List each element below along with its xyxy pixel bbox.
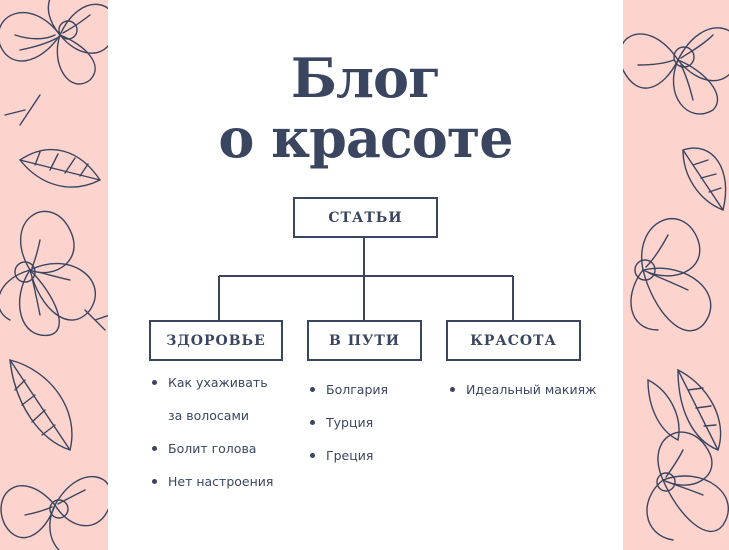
beauty-item-list: Идеальный макияж (448, 373, 596, 406)
category-node-beauty[interactable]: КРАСОТА (446, 320, 581, 361)
category-node-travel[interactable]: В ПУТИ (307, 320, 422, 361)
travel-item-list: Болгария Турция Греция (308, 373, 388, 472)
right-floral-panel (623, 0, 729, 550)
left-floral-panel (0, 0, 108, 550)
list-item[interactable]: Болгария (308, 373, 388, 406)
root-node-label: СТАТЬИ (328, 209, 403, 226)
page-title: Блог о красоте (108, 48, 623, 168)
list-item[interactable]: Греция (308, 439, 388, 472)
list-item[interactable]: Как ухаживать (150, 366, 273, 399)
title-line-2: о красоте (218, 106, 513, 170)
health-item-list: Как ухаживать за волосами Болит голова Н… (150, 366, 273, 498)
list-item[interactable]: Болит голова (150, 432, 273, 465)
list-item[interactable]: Турция (308, 406, 388, 439)
list-item[interactable]: Идеальный макияж (448, 373, 596, 406)
category-node-health[interactable]: ЗДОРОВЬЕ (149, 320, 283, 361)
category-label-health: ЗДОРОВЬЕ (166, 332, 266, 349)
magnolia-pattern-right-icon (623, 27, 729, 541)
title-line-1: Блог (290, 46, 441, 110)
category-label-beauty: КРАСОТА (470, 332, 557, 349)
root-node-articles[interactable]: СТАТЬИ (293, 197, 438, 238)
list-item[interactable]: Нет настроения (150, 465, 273, 498)
list-item-continuation[interactable]: за волосами (168, 408, 250, 423)
magnolia-pattern-left-icon (0, 0, 108, 550)
category-label-travel: В ПУТИ (329, 332, 400, 349)
